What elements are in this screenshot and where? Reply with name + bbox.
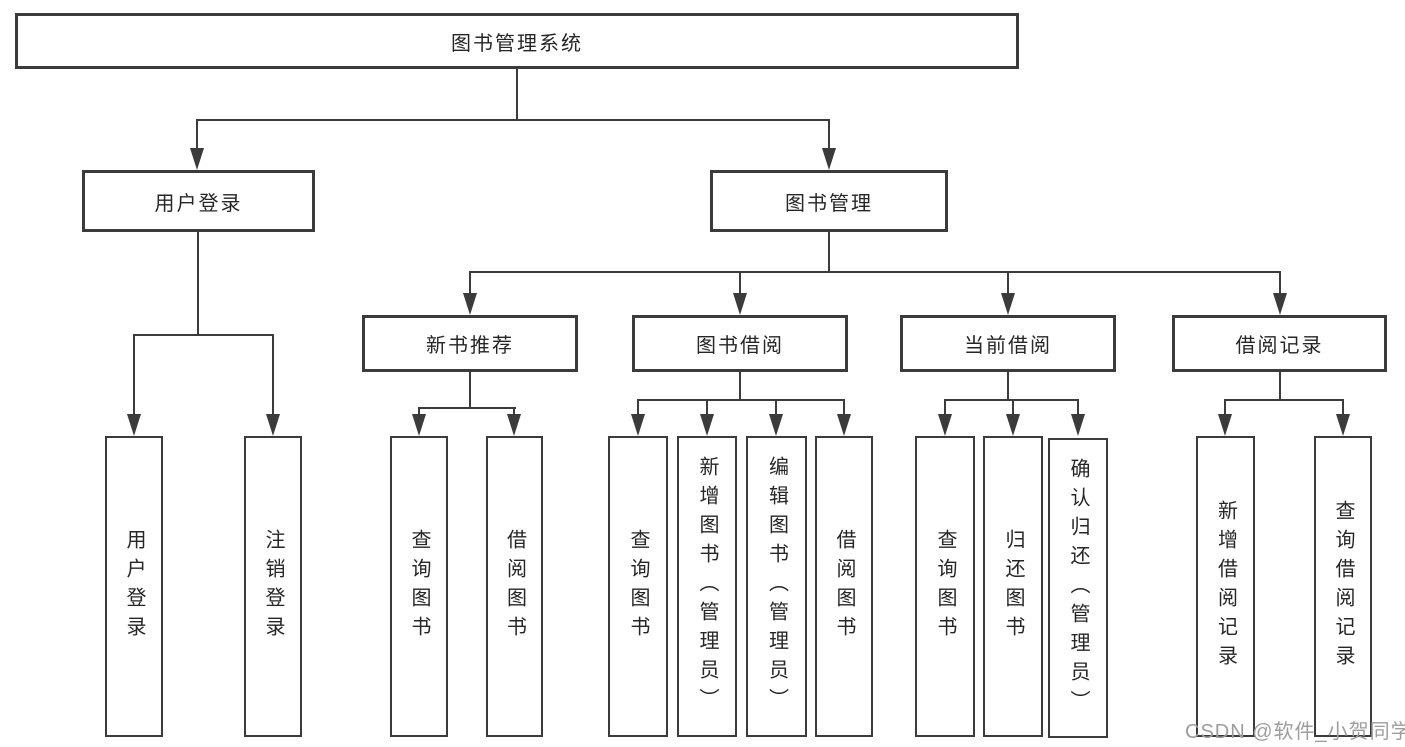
leaf-label: 新增借阅记录 <box>1214 499 1237 674</box>
connector-line <box>775 399 777 416</box>
leaf-logout: 注销登录 <box>244 436 302 737</box>
connector-arrowhead-down <box>822 148 836 170</box>
connector-arrowhead-down <box>1218 414 1232 436</box>
connector-line <box>637 399 639 416</box>
connector-arrowhead-down <box>463 293 477 315</box>
csdn-watermark: CSDN @软件_小贺同学 <box>1185 721 1405 743</box>
connector-line <box>133 334 135 415</box>
node-current-borrowing: 当前借阅 <box>900 315 1116 372</box>
connector-line <box>196 119 198 150</box>
connector-arrowhead-down <box>700 414 714 436</box>
connector-line <box>1342 399 1344 416</box>
connector-arrowhead-down <box>631 414 645 436</box>
connector-arrowhead-down <box>507 414 521 436</box>
leaf-label: 归还图书 <box>1002 528 1024 645</box>
connector-line <box>637 399 845 401</box>
connector-line <box>1012 399 1014 416</box>
connector-arrowhead-down <box>1336 414 1350 436</box>
leaf-label: 查询图书 <box>627 528 649 645</box>
leaf-confirm-return-admin: 确认归还（管理员） <box>1048 438 1108 738</box>
connector-arrowhead-down <box>412 414 426 436</box>
leaf-label: 查询图书 <box>934 528 956 645</box>
leaf-label: 编辑图书（管理员） <box>765 456 788 717</box>
connector-arrowhead-down <box>1001 293 1015 315</box>
connector-line <box>843 399 845 416</box>
connector-line <box>133 334 274 336</box>
node-book-management: 图书管理 <box>710 170 948 232</box>
connector-arrowhead-down <box>1006 414 1020 436</box>
leaf-label: 新增图书（管理员） <box>696 456 718 717</box>
leaf-label: 确认归还（管理员） <box>1067 457 1089 719</box>
connector-line <box>828 231 830 273</box>
connector-line <box>1077 399 1079 416</box>
node-user-login: 用户登录 <box>82 170 315 232</box>
connector-line <box>1224 399 1226 416</box>
node-book-borrowing: 图书借阅 <box>632 315 848 372</box>
connector-line <box>469 271 1281 273</box>
leaf-label: 借阅图书 <box>833 528 855 645</box>
leaf-label: 借阅图书 <box>503 528 526 645</box>
connector-line <box>197 231 199 336</box>
leaf-edit-books-admin: 编辑图书（管理员） <box>746 436 807 737</box>
connector-arrowhead-down <box>1071 414 1085 436</box>
connector-line <box>196 119 830 121</box>
leaf-query-books-current: 查询图书 <box>915 436 975 737</box>
leaf-query-borrow-record: 查询借阅记录 <box>1314 436 1372 737</box>
leaf-add-books-admin: 新增图书（管理员） <box>677 436 737 737</box>
connector-arrowhead-down <box>127 414 141 436</box>
node-library-system: 图书管理系统 <box>15 13 1019 69</box>
connector-arrowhead-down <box>1273 293 1287 315</box>
connector-line <box>944 399 946 416</box>
connector-arrowhead-down <box>266 414 280 436</box>
connector-line <box>739 371 741 401</box>
connector-line <box>516 67 518 121</box>
connector-line <box>469 271 471 295</box>
connector-line <box>1279 371 1281 401</box>
connector-line <box>706 399 708 416</box>
leaf-borrow-books-recommend: 借阅图书 <box>486 436 543 737</box>
connector-line <box>513 407 515 416</box>
leaf-query-books-recommend: 查询图书 <box>390 436 448 737</box>
connector-line <box>418 407 516 409</box>
node-new-book-recommend: 新书推荐 <box>362 315 578 372</box>
connector-line <box>1224 399 1344 401</box>
leaf-label: 用户登录 <box>123 528 145 645</box>
leaf-label: 注销登录 <box>262 528 284 645</box>
leaf-query-books-borrowing: 查询图书 <box>608 436 668 737</box>
connector-arrowhead-down <box>190 148 204 170</box>
connector-arrowhead-down <box>769 414 783 436</box>
connector-line <box>1007 371 1009 401</box>
leaf-return-books: 归还图书 <box>983 436 1043 737</box>
leaf-add-borrow-record: 新增借阅记录 <box>1196 436 1255 737</box>
leaf-label: 查询借阅记录 <box>1332 499 1354 674</box>
connector-arrowhead-down <box>733 293 747 315</box>
connector-line <box>1007 271 1009 295</box>
connector-line <box>739 271 741 295</box>
connector-line <box>469 371 471 409</box>
connector-line <box>418 407 420 416</box>
leaf-borrow-books: 借阅图书 <box>815 436 873 737</box>
node-borrow-records: 借阅记录 <box>1172 315 1387 372</box>
connector-line <box>272 334 274 415</box>
connector-line <box>944 399 1079 401</box>
connector-arrowhead-down <box>938 414 952 436</box>
leaf-label: 查询图书 <box>408 528 430 645</box>
connector-line <box>1279 271 1281 295</box>
connector-line <box>828 119 830 150</box>
connector-arrowhead-down <box>837 414 851 436</box>
leaf-user-login: 用户登录 <box>105 436 163 737</box>
